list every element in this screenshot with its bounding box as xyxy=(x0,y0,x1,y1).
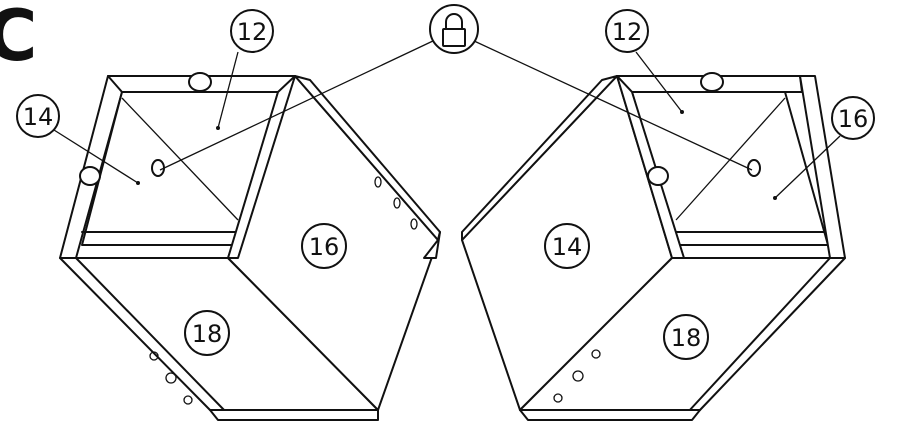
left-right-post xyxy=(227,75,296,259)
callout-label: 14 xyxy=(23,103,54,131)
callout-label: 12 xyxy=(612,18,643,46)
right-flap-edge xyxy=(461,75,618,241)
left-bottom-hole xyxy=(149,351,159,361)
right-leader-12 xyxy=(635,51,683,113)
right-leader-lock xyxy=(471,39,753,171)
left-flap-hole xyxy=(410,218,418,230)
left-leader-12 xyxy=(217,51,239,129)
left-leader-lock xyxy=(159,39,436,171)
left-flap-hole xyxy=(374,176,382,188)
left-bottom-hole xyxy=(165,372,177,384)
left-cabinet xyxy=(53,39,441,421)
left-callout-18: 18 xyxy=(184,310,230,356)
right-cabinet xyxy=(461,39,846,421)
right-top-knob xyxy=(700,72,724,92)
padlock-icon xyxy=(429,4,479,54)
callout-label: 18 xyxy=(671,324,702,352)
right-callout-14: 14 xyxy=(544,223,590,269)
right-fold-line xyxy=(675,97,786,221)
left-fold-line xyxy=(121,97,239,221)
left-flap-corner xyxy=(423,231,441,259)
right-callout-12: 12 xyxy=(605,9,649,53)
right-callout-16: 16 xyxy=(831,96,875,140)
right-bottom-hole xyxy=(553,393,563,403)
callout-label: 16 xyxy=(309,233,340,261)
callout-label: 12 xyxy=(237,18,268,46)
left-flap-hole xyxy=(393,197,401,209)
padlock-body xyxy=(442,28,466,47)
padlock-shackle xyxy=(445,13,463,30)
right-bottom-lip xyxy=(519,409,701,421)
left-leader-14 xyxy=(53,129,139,184)
step-letter: C xyxy=(0,0,37,77)
left-lock-nut xyxy=(151,159,165,177)
right-bottom-hole xyxy=(572,370,584,382)
left-bottom-edge xyxy=(75,257,227,413)
left-callout-12: 12 xyxy=(230,9,274,53)
right-callout-18: 18 xyxy=(663,314,709,360)
callout-label: 18 xyxy=(192,320,223,348)
right-side-knob xyxy=(647,166,669,186)
left-side-knob xyxy=(79,166,101,186)
left-callout-14: 14 xyxy=(16,94,60,138)
left-bottom-hole xyxy=(183,395,193,405)
right-leader-16 xyxy=(774,135,841,199)
left-top-knob xyxy=(188,72,212,92)
callout-label: 14 xyxy=(552,233,583,261)
right-bottom-edge xyxy=(687,257,831,413)
right-bottom-hole xyxy=(591,349,601,359)
callout-label: 16 xyxy=(838,105,869,133)
left-callout-16: 16 xyxy=(301,223,347,269)
right-lock-nut xyxy=(747,159,761,177)
left-bottom-lip xyxy=(209,409,379,421)
